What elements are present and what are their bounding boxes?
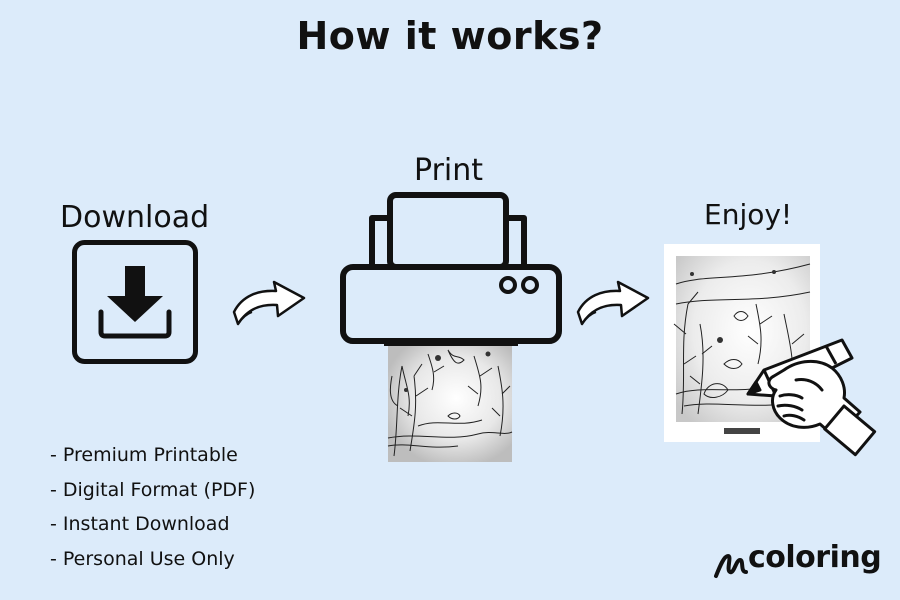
brand-logo: coloring bbox=[712, 540, 892, 586]
feature-item: - Digital Format (PDF) bbox=[50, 478, 256, 501]
feature-item: - Premium Printable bbox=[50, 444, 238, 466]
step-label-print: Print bbox=[414, 153, 484, 188]
page-title: How it works? bbox=[296, 14, 604, 58]
feature-list: - Premium Printable - Digital Format (PD… bbox=[50, 438, 255, 576]
hand-pencil-icon bbox=[746, 338, 877, 457]
step-label-download: Download bbox=[60, 200, 210, 235]
brand-swirl-icon bbox=[714, 554, 748, 578]
printer-icon bbox=[340, 192, 562, 346]
download-icon bbox=[72, 240, 198, 364]
brand-name: coloring bbox=[748, 540, 882, 575]
feature-item: - Personal Use Only bbox=[50, 547, 235, 570]
step-label-enjoy: Enjoy! bbox=[704, 198, 793, 231]
arrow-icon bbox=[576, 280, 650, 326]
printed-page-image bbox=[387, 346, 513, 462]
arrow-icon bbox=[232, 280, 306, 326]
feature-item: - Instant Download bbox=[50, 513, 230, 535]
